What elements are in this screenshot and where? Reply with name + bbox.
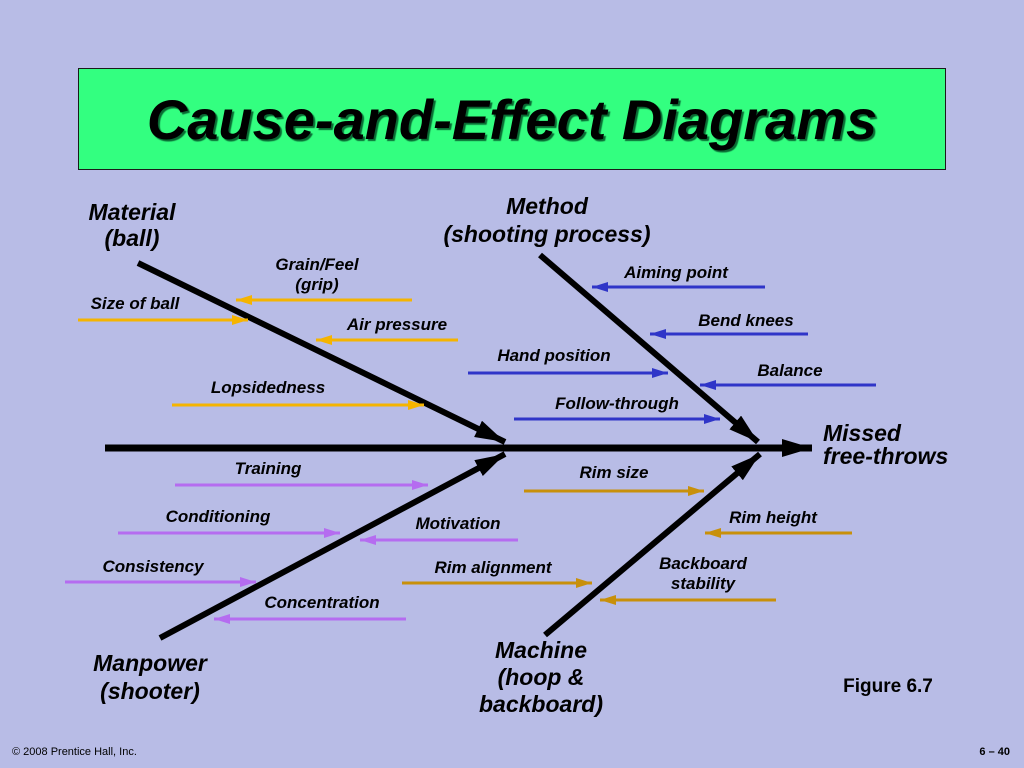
cause-label-consistency: Consistency	[102, 557, 205, 576]
figure-label: Figure 6.7	[843, 676, 933, 697]
cause-label-follow-through: Follow-through	[555, 394, 679, 413]
method-bone	[538, 252, 760, 445]
cause-label-concentration: Concentration	[264, 593, 379, 612]
cause-label-motivation: Motivation	[416, 514, 501, 533]
manpower-bone	[158, 451, 507, 641]
cause-label-training: Training	[235, 459, 302, 478]
cause-label-lopsidedness: Lopsidedness	[211, 378, 325, 397]
cause-label-rim-height: Rim height	[729, 508, 818, 527]
cause-label-grain-feel-grip: Grain/Feel(grip)	[275, 255, 359, 294]
category-manpower: Manpower(shooter)	[93, 650, 208, 704]
machine-bone	[543, 451, 762, 638]
material-bone	[136, 260, 507, 445]
cause-label-rim-size: Rim size	[580, 463, 649, 482]
cause-label-size-of-ball: Size of ball	[91, 294, 181, 313]
cause-label-conditioning: Conditioning	[166, 507, 271, 526]
cause-label-rim-alignment: Rim alignment	[434, 558, 552, 577]
category-machine: Machine(hoop &backboard)	[479, 637, 603, 717]
title-box: Cause-and-Effect Diagrams	[78, 68, 946, 170]
slide-title: Cause-and-Effect Diagrams	[146, 87, 878, 151]
cause-label-hand-position: Hand position	[497, 346, 610, 365]
category-method: Method(shooting process)	[443, 193, 650, 247]
cause-label-aiming-point: Aiming point	[623, 263, 729, 282]
cause-label-bend-knees: Bend knees	[698, 311, 793, 330]
copyright-footer: © 2008 Prentice Hall, Inc.	[12, 746, 137, 758]
page-number: 6 – 40	[979, 746, 1010, 758]
cause-label-air-pressure: Air pressure	[346, 315, 447, 334]
category-material: Material(ball)	[89, 199, 177, 251]
cause-label-balance: Balance	[757, 361, 822, 380]
